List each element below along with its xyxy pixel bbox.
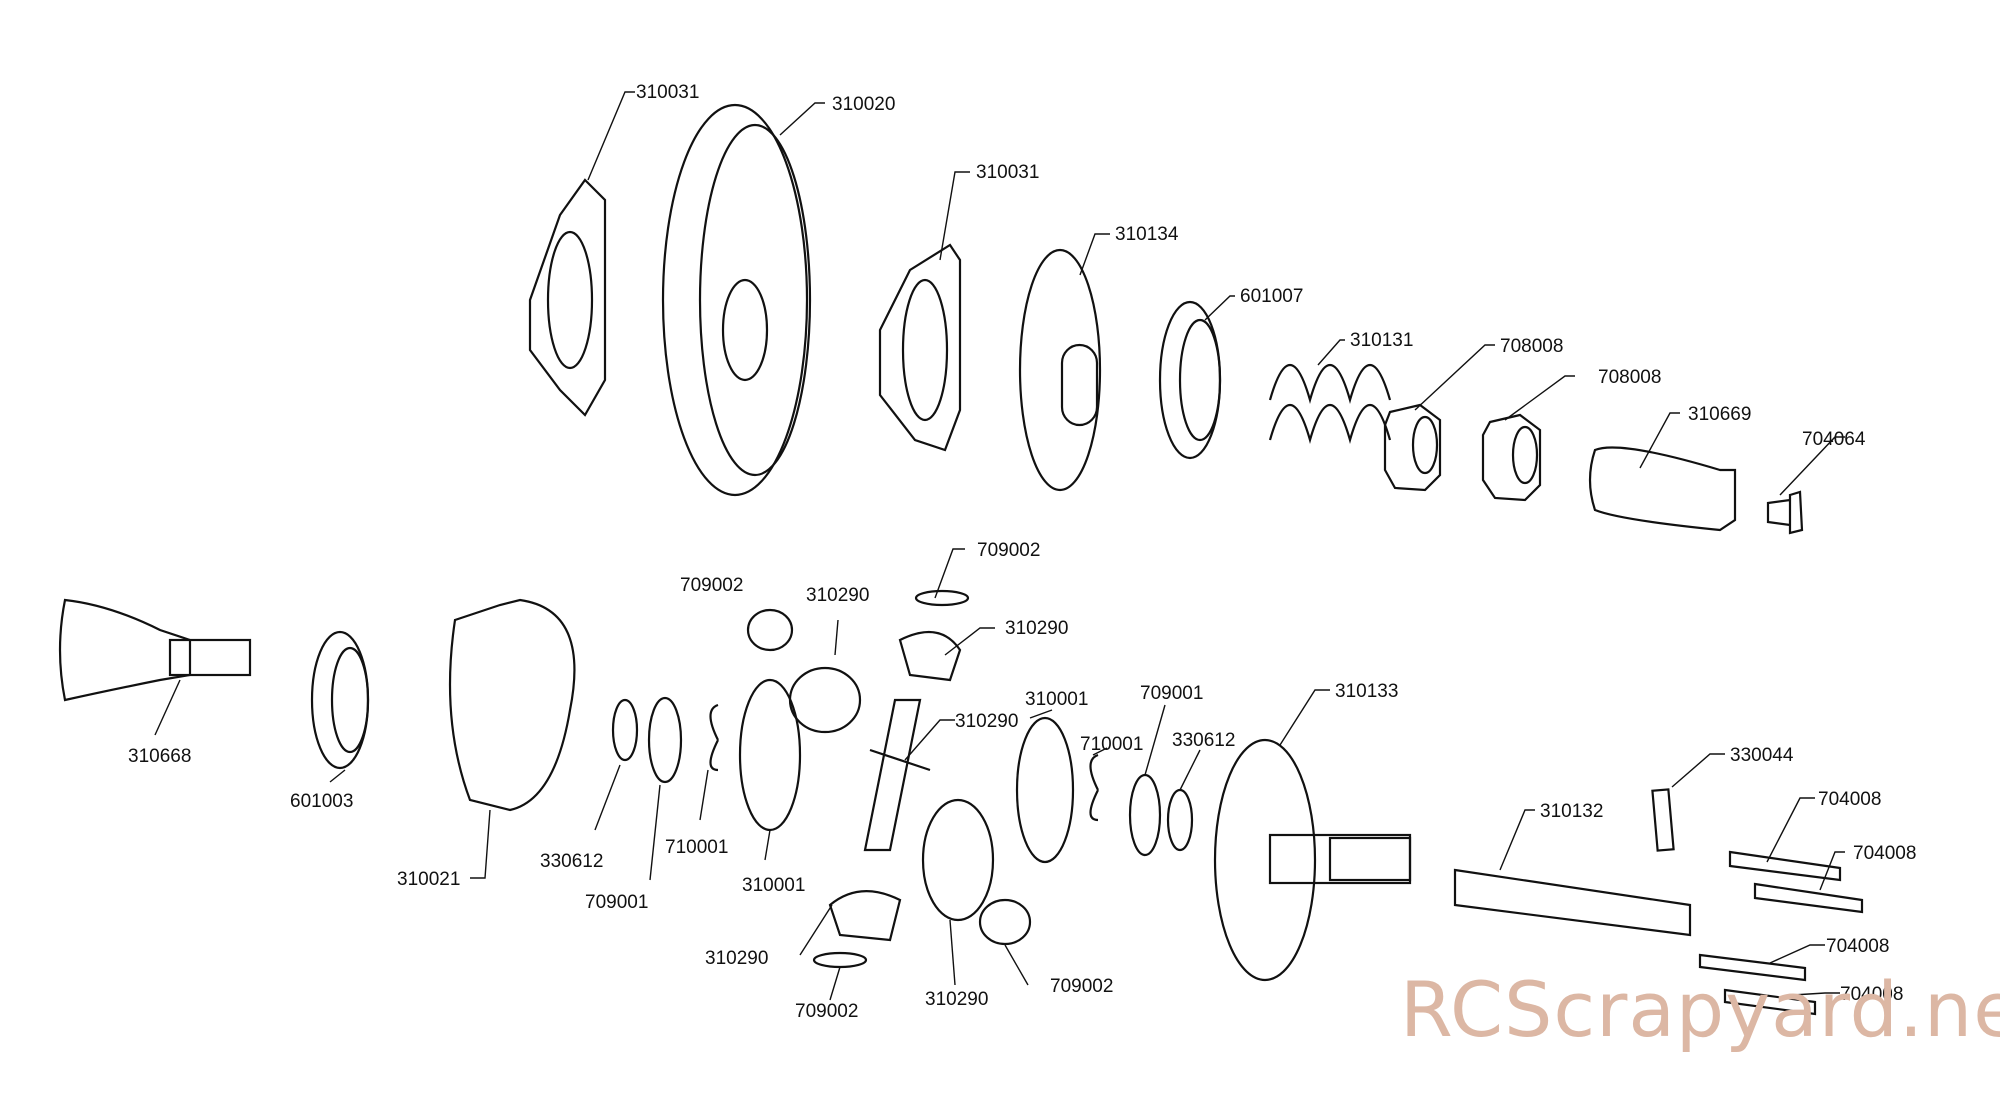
leader-lines (154, 91, 1845, 1001)
pin-330044 (1651, 788, 1675, 852)
pinion-310290-top (898, 630, 962, 682)
washer-709002-bottom (812, 951, 868, 969)
part-label: 310020 (832, 94, 896, 115)
nut-708008-b (1481, 413, 1542, 502)
part-label: 709002 (977, 540, 1041, 561)
diff-cover-plate (1018, 248, 1102, 492)
part-label: 330612 (1172, 730, 1236, 751)
outdrive-shaft (168, 638, 252, 677)
part-label: 709002 (680, 575, 744, 596)
part-label: 310001 (1025, 689, 1089, 710)
nut-708008-a (1383, 403, 1442, 492)
shaft-310132 (1453, 868, 1692, 937)
bearing-601003 (310, 630, 370, 770)
octagon-shim-left (528, 178, 607, 417)
part-label: 709001 (1140, 683, 1204, 704)
screw-704008-b (1753, 882, 1864, 914)
part-label: 310021 (397, 869, 461, 890)
part-label: 710001 (1080, 734, 1144, 755)
thread-section (1328, 836, 1412, 882)
washer-709002-top (746, 608, 794, 652)
diff-cover-boss (1060, 343, 1099, 427)
e-clip-710001-right (1089, 753, 1099, 822)
o-ring-330612-right (1166, 788, 1194, 852)
part-label: 310132 (1540, 801, 1604, 822)
part-label: 310290 (1005, 618, 1069, 639)
octagon-shim-right (878, 243, 962, 452)
screw-704064 (1766, 490, 1804, 535)
part-label: 310031 (636, 82, 700, 103)
washer-709001-left (647, 696, 683, 784)
part-label: 601003 (290, 791, 354, 812)
part-label: 704008 (1818, 789, 1882, 810)
part-label: 310668 (128, 746, 192, 767)
cross-pin-310290 (863, 698, 931, 852)
part-label: 330612 (540, 851, 604, 872)
part-label: 704064 (1802, 429, 1866, 450)
screw-704008-d (1723, 988, 1817, 1016)
part-label: 330044 (1730, 745, 1794, 766)
part-label: 310290 (705, 948, 769, 969)
outdrive-310669 (1588, 446, 1737, 532)
part-label: 709001 (585, 892, 649, 913)
part-label: 310133 (1335, 681, 1399, 702)
part-label: 310031 (976, 162, 1040, 183)
gear-310001-right (1015, 716, 1075, 864)
part-label: 310134 (1115, 224, 1179, 245)
part-label: 310290 (955, 711, 1019, 732)
part-label: 310669 (1688, 404, 1752, 425)
part-label: 710001 (665, 837, 729, 858)
part-label: 704008 (1826, 936, 1890, 957)
spur-gear (661, 103, 809, 497)
washer-709002-bottom-right (978, 898, 1032, 946)
part-label: 709002 (1050, 976, 1114, 997)
shim-hole-left (546, 230, 594, 370)
nut-thread-a (1411, 415, 1439, 475)
washer-709002-top-right (914, 589, 970, 607)
shim-hole-right (901, 278, 949, 422)
spring (1268, 364, 1392, 445)
pinion-310290-a (788, 666, 862, 734)
part-label: 310131 (1350, 330, 1414, 351)
part-label: 310290 (925, 989, 989, 1010)
screw-704008-c (1698, 953, 1807, 982)
screw-704008-a (1728, 850, 1842, 882)
e-clip-710001-left (709, 703, 719, 772)
bearing-601007 (1158, 300, 1222, 460)
spur-gear-inner (698, 123, 812, 477)
o-ring-330612 (611, 698, 639, 762)
pinion-310290-b (921, 798, 995, 922)
diff-case-310021 (448, 598, 576, 812)
bearing-601007-inner (1178, 318, 1222, 442)
part-label: 709002 (795, 1001, 859, 1022)
pinion-310290-c (828, 890, 902, 942)
part-label: 704008 (1840, 984, 1904, 1005)
washer-709001-right (1128, 773, 1162, 857)
nut-thread-b (1511, 425, 1539, 485)
diff-cover-310133 (1213, 738, 1317, 982)
part-label: 708008 (1500, 336, 1564, 357)
part-label: 704008 (1853, 843, 1917, 864)
part-label: 601007 (1240, 286, 1304, 307)
watermark: RCScrapyard.net (1400, 965, 2000, 1054)
cover-shaft (1268, 833, 1412, 885)
outdrive-310668 (58, 598, 192, 702)
part-label: 310290 (806, 585, 870, 606)
bearing-601003-inner (330, 646, 370, 754)
part-label: 310001 (742, 875, 806, 896)
part-label: 708008 (1598, 367, 1662, 388)
spur-gear-hub (721, 278, 769, 382)
